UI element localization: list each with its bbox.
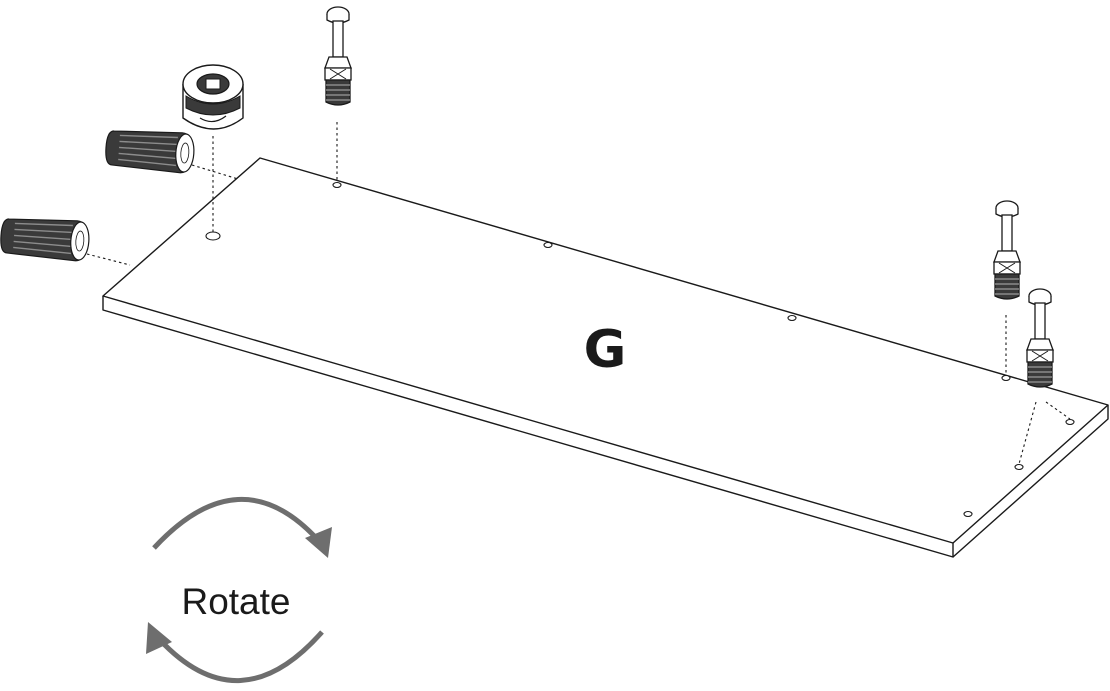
cam-bolt-right-upper: [993, 200, 1021, 300]
rotate-label: Rotate: [181, 581, 290, 622]
cam-bolt-top: [324, 6, 352, 106]
dowel-upper: [103, 126, 196, 175]
dowel-lower: [0, 214, 91, 263]
rotate-ccw-icon: [146, 622, 324, 684]
cam-lock-housing: [182, 64, 244, 130]
panel-g: [102, 157, 1109, 558]
panel-label: G: [584, 320, 627, 380]
rotate-cw-icon: [152, 496, 332, 558]
cam-bolt-right-lower: [1026, 288, 1054, 388]
guide-lines: [86, 122, 1071, 465]
rotate-instruction: Rotate: [146, 496, 332, 684]
panel-holes: [205, 181, 1075, 518]
